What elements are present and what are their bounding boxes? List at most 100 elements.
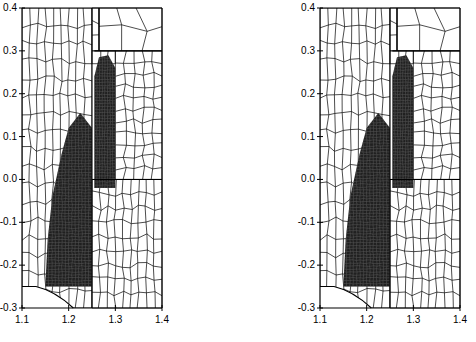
axis-tick	[317, 8, 323, 9]
mesh-line	[115, 143, 162, 146]
mesh-line	[92, 219, 162, 223]
tick-label: 1.2	[360, 314, 374, 326]
mesh-line	[394, 55, 396, 188]
axis-tick	[162, 305, 163, 311]
mesh-line	[343, 119, 390, 121]
mesh-line	[45, 154, 92, 156]
mesh-line	[343, 125, 390, 127]
mesh-line	[22, 93, 92, 98]
mesh-line	[136, 8, 147, 51]
mesh-line	[92, 249, 162, 253]
mesh-line	[413, 143, 460, 146]
tick-label: -0.1	[298, 216, 315, 228]
mesh-line	[107, 55, 109, 188]
mesh-line	[45, 110, 92, 111]
mesh-line	[392, 87, 413, 89]
mesh-line	[397, 8, 398, 51]
mesh-line	[99, 25, 162, 32]
tick-label: 1.4	[453, 314, 467, 326]
mesh-line	[142, 51, 145, 180]
dense-mesh	[94, 55, 115, 188]
mesh-line	[122, 179, 124, 308]
mesh-line	[99, 8, 100, 51]
axis-tick	[19, 8, 25, 9]
region-boundary	[320, 7, 460, 8]
mesh-line	[359, 111, 361, 287]
mesh-line	[390, 234, 460, 239]
mesh-line	[382, 111, 384, 287]
mesh-line	[81, 111, 83, 287]
mesh-line	[94, 55, 95, 188]
mesh-line	[320, 23, 390, 28]
region-boundary	[98, 8, 99, 51]
mesh-line	[440, 51, 443, 180]
mesh-region	[94, 55, 115, 188]
mesh-line	[94, 169, 115, 171]
mesh-line	[94, 160, 115, 162]
region-boundary	[22, 7, 162, 8]
axis-tick	[22, 305, 23, 311]
region-boundary	[161, 8, 162, 308]
mesh-line	[114, 179, 116, 308]
mesh-line	[343, 113, 390, 115]
axis-tick	[19, 265, 25, 266]
mesh-line	[343, 110, 390, 111]
mesh-line	[45, 113, 92, 115]
mesh-line	[45, 248, 92, 250]
mesh-line	[92, 263, 162, 268]
axis-tick	[366, 305, 367, 311]
dense-mesh	[392, 55, 413, 188]
mesh-line	[45, 160, 92, 162]
region-boundary	[94, 50, 162, 51]
mesh-line	[74, 111, 76, 287]
region-boundary	[390, 179, 460, 180]
mesh-line	[45, 268, 92, 270]
mesh-line	[96, 55, 98, 188]
mesh-line	[386, 111, 388, 287]
tick-label: 0.1	[3, 131, 17, 143]
mesh-line	[392, 93, 413, 95]
mesh-line	[45, 125, 92, 127]
mesh-line	[45, 119, 92, 121]
mesh-line	[392, 133, 413, 135]
mesh-line	[413, 84, 460, 88]
mesh-line	[362, 111, 364, 287]
tick-label: 0.3	[301, 45, 315, 57]
mesh-line	[390, 179, 460, 180]
y-axis	[319, 8, 320, 308]
mesh-region	[22, 8, 92, 308]
mesh-region	[320, 8, 390, 308]
mesh-line	[399, 55, 401, 188]
mesh-line	[343, 248, 390, 250]
mesh-line	[45, 116, 92, 118]
mesh-line	[402, 55, 404, 188]
mesh-line	[320, 40, 390, 45]
mesh-line	[379, 111, 381, 287]
mesh-line	[392, 169, 413, 171]
mesh-line	[104, 55, 106, 188]
mesh-line	[405, 55, 407, 188]
mesh-line	[352, 111, 354, 287]
mesh-line	[343, 183, 390, 185]
mesh-line	[343, 111, 344, 287]
mesh-line	[99, 55, 101, 188]
mesh-line	[106, 179, 109, 308]
mesh-line	[390, 8, 391, 308]
mesh-line	[115, 51, 116, 64]
mesh-line	[94, 87, 115, 89]
mesh-line	[369, 111, 371, 287]
mesh-line	[343, 154, 390, 156]
mesh-line	[390, 205, 460, 210]
mesh-line	[397, 25, 460, 32]
mesh-line	[115, 95, 162, 99]
mesh-line	[334, 8, 336, 308]
mesh-line	[92, 20, 99, 24]
mesh-line	[115, 131, 162, 134]
mesh-line	[92, 205, 162, 210]
mesh-line	[413, 62, 460, 64]
mesh-line	[392, 55, 413, 56]
mesh-line	[376, 111, 378, 287]
mesh-line	[115, 72, 162, 76]
